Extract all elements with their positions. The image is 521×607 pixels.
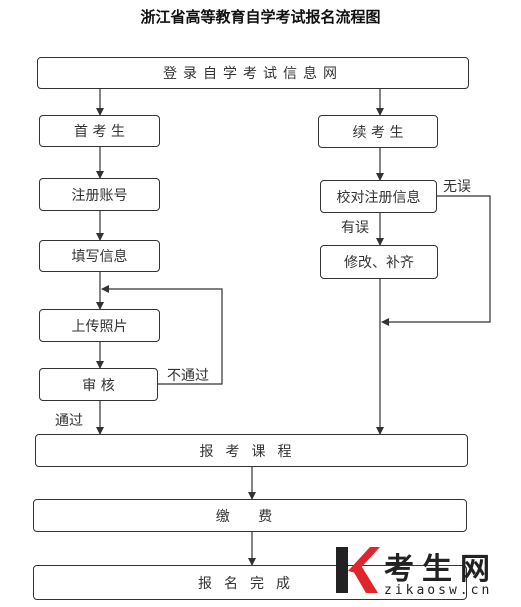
step-verify-info: 校对注册信息 (320, 180, 437, 213)
step-first-exam: 首 考 生 (39, 115, 160, 147)
page-title: 浙江省高等教育自学考试报名流程图 (140, 8, 381, 26)
label-passed: 通过 (55, 413, 83, 429)
step-pay: 缴 费 (33, 499, 467, 532)
arrow-review-fail-loop (101, 285, 223, 385)
step-login: 登录自学考试信息网 (37, 57, 469, 89)
watermark-k-logo-icon (336, 547, 380, 593)
watermark-url: zikaosw.cn (384, 583, 493, 598)
step-modify-info: 修改、补齐 (320, 245, 438, 279)
step-register-account: 注册账号 (39, 178, 160, 211)
step-continue-exam: 续 考 生 (318, 115, 438, 148)
label-not-passed: 不通过 (167, 368, 209, 384)
step-register-courses: 报考课程 (35, 434, 468, 467)
step-upload-photo: 上传照片 (39, 309, 160, 342)
label-has-error: 有误 (341, 220, 369, 236)
step-fill-info: 填写信息 (39, 240, 160, 272)
arrow-verify-bypass (381, 195, 491, 326)
label-no-error: 无误 (443, 179, 471, 195)
watermark-brand: 考生网 (384, 552, 498, 587)
step-review: 审 核 (39, 368, 158, 401)
step-complete: 报名完成 (33, 565, 467, 600)
